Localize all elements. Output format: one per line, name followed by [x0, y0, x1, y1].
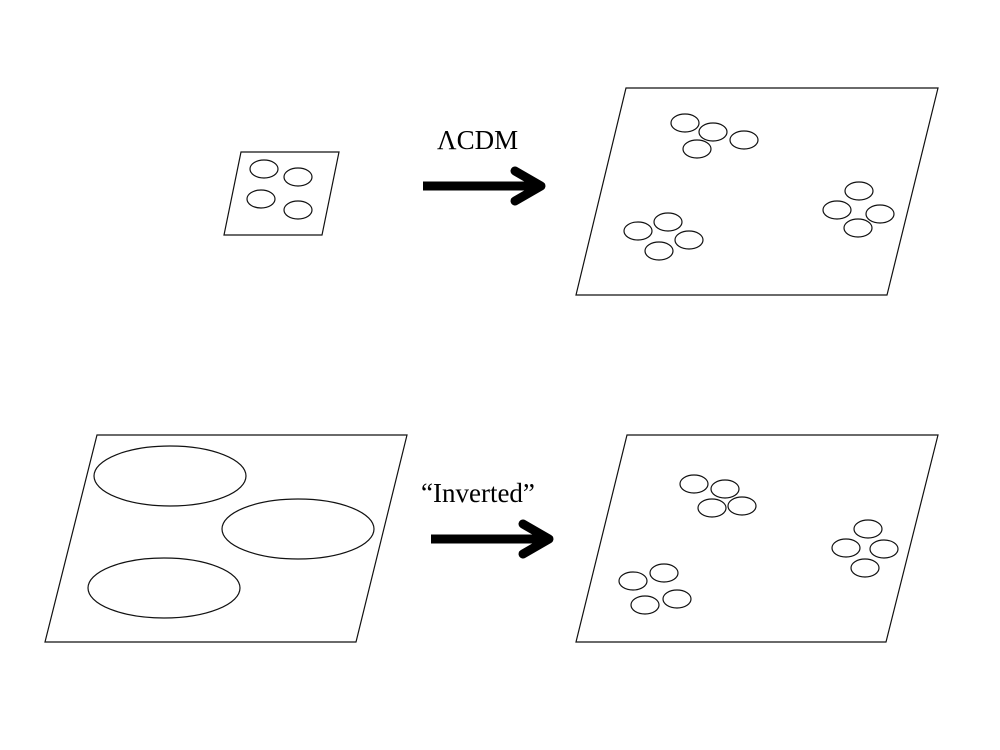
large-blob	[87, 557, 241, 619]
large-blob	[221, 498, 375, 560]
bottom-final-plane	[575, 434, 939, 643]
small-blob	[679, 474, 709, 494]
small-blob	[710, 479, 740, 499]
small-blob	[729, 130, 759, 150]
small-blob	[822, 200, 852, 220]
small-blob	[649, 563, 679, 583]
top-arrow-head	[510, 166, 546, 206]
top-row: ΛCDM	[223, 87, 939, 296]
galaxy-group	[618, 563, 692, 615]
small-blob	[697, 498, 727, 518]
top-initial-plane-sheet	[223, 151, 340, 236]
small-blob	[653, 212, 683, 232]
small-blob	[869, 539, 899, 559]
small-blob	[853, 519, 883, 539]
small-blob	[662, 589, 692, 609]
small-blob	[831, 538, 861, 558]
small-blob	[630, 595, 660, 615]
large-blob	[93, 445, 247, 507]
small-blob	[246, 189, 276, 209]
galaxy-group	[831, 519, 899, 578]
small-blob	[623, 221, 653, 241]
small-blob	[618, 571, 648, 591]
galaxy-group	[623, 212, 704, 261]
top-initial-plane	[223, 151, 340, 236]
top-arrow: ΛCDM	[423, 125, 546, 206]
bottom-arrow-head	[518, 519, 554, 559]
small-blob	[865, 204, 895, 224]
galaxy-group	[679, 474, 757, 518]
small-blob	[674, 230, 704, 250]
small-blob	[698, 122, 728, 142]
bottom-final-plane-sheet	[575, 434, 939, 643]
bottom-arrow: “Inverted”	[421, 478, 554, 559]
small-blob	[283, 167, 313, 187]
small-blob	[843, 218, 873, 238]
bottom-arrow-label: “Inverted”	[421, 478, 535, 508]
bottom-initial-plane	[44, 434, 408, 643]
top-arrow-label: ΛCDM	[437, 125, 518, 155]
small-blob	[249, 159, 279, 179]
small-blob	[644, 241, 674, 261]
galaxy-group	[822, 181, 895, 238]
small-blob	[850, 558, 880, 578]
small-blob	[670, 113, 700, 133]
bottom-row: “Inverted”	[44, 434, 939, 643]
small-blob	[682, 139, 712, 159]
top-final-plane	[575, 87, 939, 296]
top-final-plane-sheet	[575, 87, 939, 296]
small-blob	[844, 181, 874, 201]
small-blob	[283, 200, 313, 220]
galaxy-group	[670, 113, 759, 159]
small-blob	[727, 496, 757, 516]
